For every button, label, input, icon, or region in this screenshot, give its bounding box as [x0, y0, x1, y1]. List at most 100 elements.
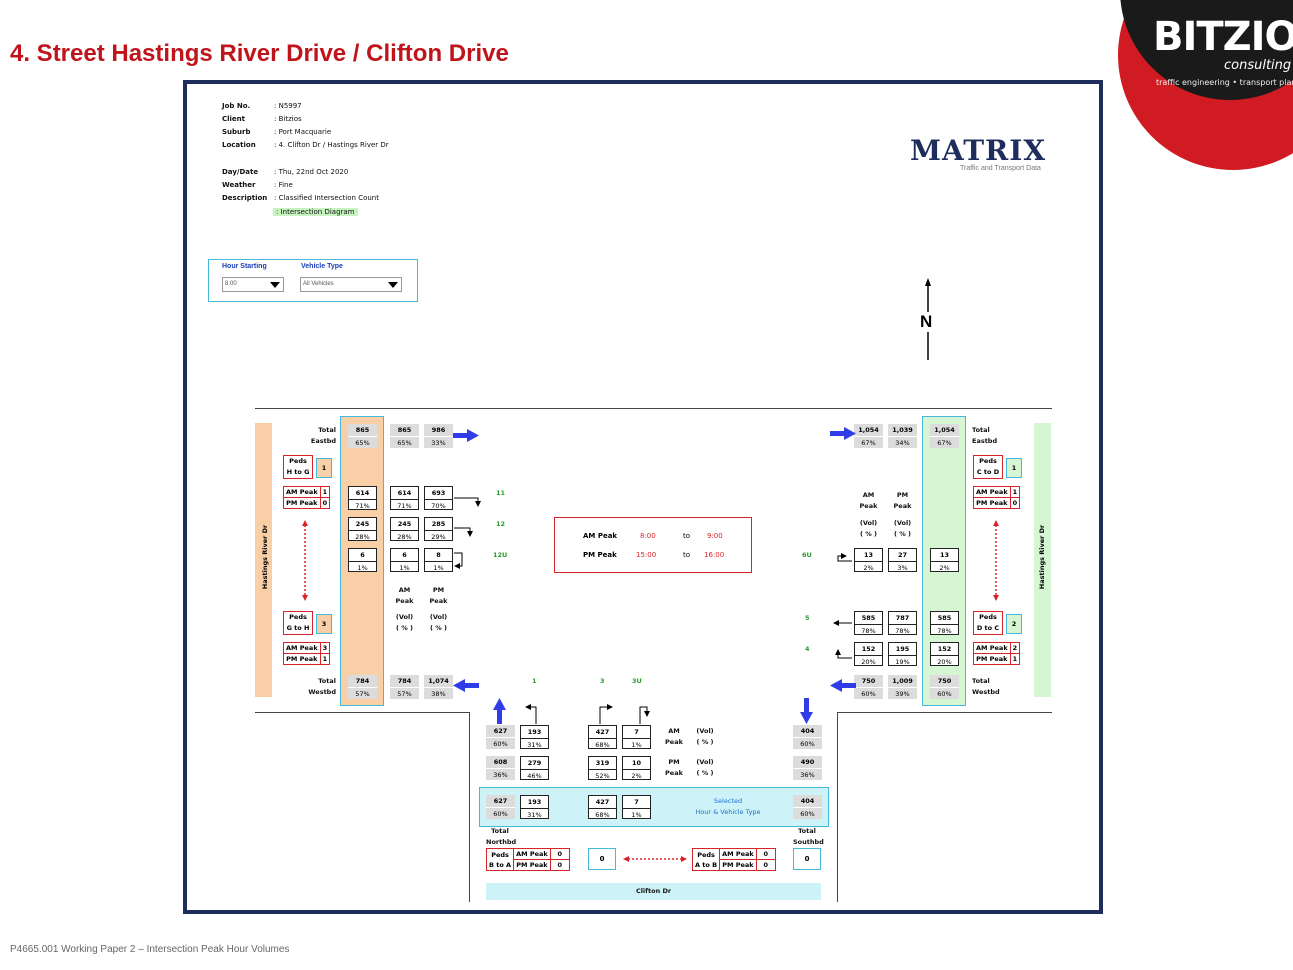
west-pm-peak-label: PM Peak — [429, 586, 448, 605]
volume-percent: 1% — [433, 564, 444, 572]
volume-value: 245 — [349, 518, 376, 531]
peak-hours-box: AM Peak 8:00 to 9:00 PM Peak 15:00 to 16… — [554, 517, 752, 573]
pm-peak-label: PM Peak — [973, 497, 1011, 509]
info-key: Day/Date — [222, 168, 259, 176]
peds-d-to-c-label: Peds D to C — [973, 611, 1003, 635]
south-road-name: Clifton Dr — [635, 887, 672, 895]
west-total-eastbd-label: Total Eastbd — [310, 426, 336, 445]
south-selected-row — [479, 787, 829, 827]
peds-g-to-h-total: 3 — [316, 614, 332, 634]
ped-label: Peds B to A — [485, 848, 515, 871]
volume-value: 27 — [889, 549, 916, 562]
volume-value: 1,054 — [854, 424, 883, 437]
volume-percent: 65% — [397, 439, 412, 447]
volume-value: 285 — [425, 518, 452, 531]
volume-value: 6 — [391, 549, 418, 562]
volume-percent: 2% — [939, 564, 950, 572]
south-mv3u-label: 3U — [632, 677, 642, 685]
pm-peak-label: PM Peak — [583, 551, 617, 559]
hour-starting-dropdown[interactable]: 8:00 — [222, 277, 284, 292]
info-row: Location: 4. Clifton Dr / Hastings River… — [222, 141, 389, 149]
volume-value: 427 — [589, 796, 616, 809]
am-peak-to: 9:00 — [707, 532, 723, 540]
peds-h-to-g-label: Peds H to G — [283, 455, 313, 479]
volume-percent: 60% — [800, 740, 815, 748]
south-total-northbd-label: Total Northbd — [486, 827, 517, 846]
road-edge-se — [837, 712, 1052, 713]
vehicle-type-dropdown[interactable]: All Vehicles — [300, 277, 402, 292]
volume-value: 8 — [425, 549, 452, 562]
info-row: Description: Classified Intersection Cou… — [222, 194, 379, 202]
west-am-peak-label: AM Peak — [395, 586, 414, 605]
ped-pm-value: 0 — [319, 497, 331, 509]
volume-value: 13 — [855, 549, 882, 562]
info-row: Day/Date: Thu, 22nd Oct 2020 — [222, 168, 348, 176]
volume-percent: 60% — [493, 810, 508, 818]
volume-percent: 78% — [861, 627, 876, 635]
info-value: : Bitzios — [274, 115, 302, 123]
volume-percent: 57% — [397, 690, 412, 698]
volume-value: 585 — [855, 612, 882, 625]
volume-percent: 1% — [399, 564, 410, 572]
volume-percent: 2% — [863, 564, 874, 572]
volume-value: 490 — [793, 756, 822, 769]
volume-value: 614 — [391, 487, 418, 500]
ped-pm-value: 1 — [1009, 653, 1021, 665]
volume-percent: 31% — [527, 811, 542, 819]
info-row: Client: Bitzios — [222, 115, 302, 123]
hour-starting-value: 8:00 — [225, 281, 237, 287]
volume-percent: 67% — [861, 439, 876, 447]
info-key: Location — [222, 141, 256, 149]
west-vol-label: (Vol) ( % ) — [395, 613, 414, 632]
volume-percent: 68% — [595, 741, 610, 749]
volume-percent: 60% — [861, 690, 876, 698]
volume-percent: 29% — [431, 533, 446, 541]
vehicle-type-label: Vehicle Type — [301, 263, 343, 270]
volume-value: 152 — [931, 643, 958, 656]
volume-percent: 20% — [937, 658, 952, 666]
info-value: : Classified Intersection Count — [274, 194, 379, 202]
road-edge-west-leg — [469, 712, 470, 902]
volume-percent: 28% — [397, 533, 412, 541]
info-row: Weather: Fine — [222, 181, 293, 189]
south-am-peak-label: AM Peak — [665, 727, 683, 746]
volume-value: 13 — [931, 549, 958, 562]
am-peak-from: 8:00 — [640, 532, 656, 540]
volume-value: 1,074 — [424, 675, 453, 688]
pm-peak-to: 16:00 — [704, 551, 725, 559]
volume-value: 7 — [623, 726, 650, 739]
peds-c-to-d-total: 1 — [1006, 458, 1022, 478]
east-pm-peak-label: PM Peak — [893, 491, 912, 510]
volume-percent: 20% — [861, 658, 876, 666]
volume-value: 195 — [889, 643, 916, 656]
pm-peak-label: PM Peak — [283, 653, 321, 665]
chevron-down-icon — [270, 282, 280, 288]
volume-value: 427 — [589, 726, 616, 739]
volume-value: 787 — [889, 612, 916, 625]
